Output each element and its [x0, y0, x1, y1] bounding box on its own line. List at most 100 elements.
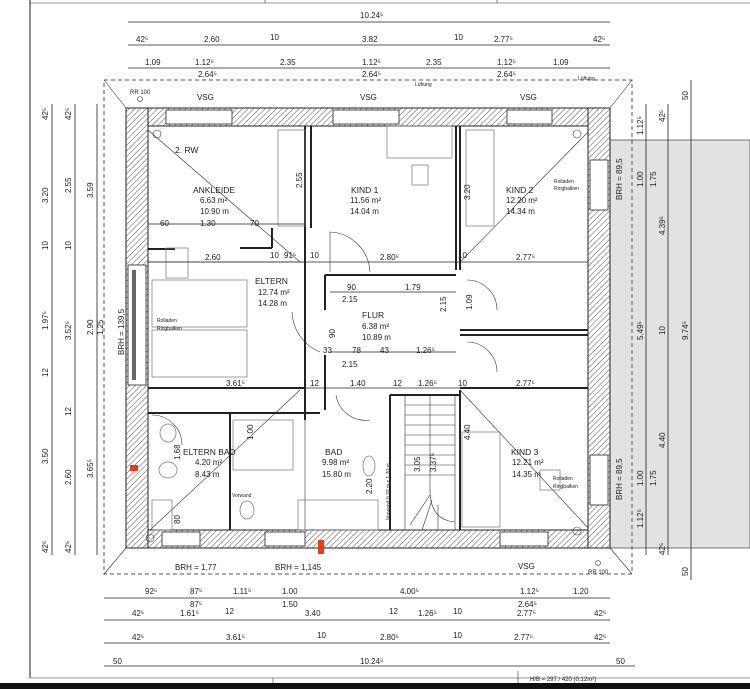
dimension-label: BRH = 89,5 [615, 458, 624, 500]
dimension-label: KIND 1 [351, 185, 379, 195]
dimension-label: 1.26⁵ [418, 379, 437, 388]
dimension-label: 92⁵ [145, 587, 157, 596]
dimension-label: 10 [270, 33, 279, 42]
roof-outline [103, 79, 633, 575]
staircase[interactable] [404, 394, 456, 531]
room-flur: FLUR 6.38 m² 10.89 m [362, 310, 391, 342]
dimension-label: 2.77⁵ [517, 609, 536, 618]
dimension-label: 8.43 m [195, 470, 220, 479]
dimension-label: 2.15 [342, 360, 358, 369]
dimension-label: 10 [41, 241, 50, 250]
dims-bottom-row3: 42⁵ 3.61⁵ 10 2.80⁵ 10 2.77⁵ 42⁵ [132, 631, 606, 642]
exterior-walls [125, 107, 611, 554]
dimension-label: VSG [360, 93, 377, 102]
dimension-label: 1.12⁵ [497, 58, 516, 67]
dimension-label: BAD [325, 447, 342, 457]
dimension-label: 12 [310, 379, 319, 388]
dimension-label: 70 [250, 219, 259, 228]
dimension-label: Rolladen [554, 179, 574, 185]
dimension-label: 2.64⁵ [518, 600, 537, 609]
dimension-label: Ringbalken [157, 326, 182, 332]
dimension-label: 50 [681, 567, 690, 576]
dimension-label: 1.40 [350, 379, 366, 388]
dimension-label: 2.60 [204, 35, 220, 44]
dims-bottom-row1: 92⁵ 87⁵ 1.11⁵ 1.00 4.00⁵ 1.12⁵ 1.20 87⁵ … [145, 587, 589, 609]
dimension-label: 1.30 [200, 219, 216, 228]
dimension-label: 10 [658, 326, 667, 335]
room-kind-3: KIND 3 12.21 m² 14.35 m [511, 447, 544, 479]
dimension-label: 80 [173, 515, 182, 524]
dimension-label: 10 [64, 241, 73, 250]
dimension-label: 50 [681, 91, 690, 100]
dimension-label: 42⁵ [132, 633, 144, 642]
doors [151, 231, 498, 446]
dimension-label: 42⁵ [64, 541, 73, 553]
dimension-label: 1.11⁵ [233, 587, 251, 596]
dimension-label: 10 [458, 379, 467, 388]
dimension-label: RR 100 [588, 570, 609, 576]
dimension-label: 1.09 [553, 58, 569, 67]
dimension-label: 5.49⁵ [636, 321, 645, 340]
dimension-label: FLUR [362, 310, 384, 320]
sheet-format: H/B = 297 / 420 (0.12m²) [530, 677, 596, 683]
dimension-label: 2.55 [64, 177, 73, 193]
dimension-label: 3.82 [362, 35, 378, 44]
dimension-label: 78 [352, 346, 361, 355]
dimension-label: 2.15 [342, 295, 358, 304]
dimension-label: 2.77⁵ [516, 253, 535, 262]
dimension-label: BRH = 139,5 [117, 308, 126, 355]
room-eltern-bad: ELTERN BAD 4.20 m² 8.43 m [183, 447, 236, 479]
dimension-label: 11.56 m² [350, 196, 381, 205]
window-labels: VSG VSG VSG VSG RR 100 RR 100 BRH = 1,77… [117, 76, 609, 576]
dimension-label: 2.35 [426, 58, 442, 67]
dimension-label: 1.09 [465, 294, 474, 310]
dimension-label: 1.50 [282, 600, 298, 609]
dimension-label: 3.05 [413, 456, 422, 472]
dimension-label: 1.61⁵ [180, 609, 199, 618]
dimension-label: 12 [225, 607, 234, 616]
dimension-label: 1.12⁵ [636, 116, 645, 135]
dimension-label: 1.79 [405, 283, 421, 292]
dimension-label: 2.80⁵ [380, 633, 399, 642]
dimension-label: 43 [380, 346, 389, 355]
dimension-label: 6.63 m² [200, 196, 227, 205]
dimension-label: 10.90 m [200, 207, 229, 216]
dimension-label: 1.12⁵ [636, 509, 645, 528]
dimension-label: 42⁵ [132, 609, 144, 618]
dimension-label: Rolladen [157, 318, 177, 324]
dims-bottom-row2: 42⁵ 1.61⁵ 12 3.40 12 1.26⁵ 10 2.77⁵ 42⁵ [132, 607, 606, 618]
dimension-label: 6.38 m² [362, 322, 389, 331]
dimension-label: 10 [453, 631, 462, 640]
dimension-label: ELTERN BAD [183, 447, 236, 457]
dimension-label: 12.74 m² [258, 288, 290, 297]
furniture [151, 125, 561, 531]
dimension-label: 14.28 m [258, 299, 287, 308]
dimension-label: BRH = 1,77 [175, 563, 217, 572]
dim-top-total: 10.24⁵ [360, 11, 383, 20]
dimension-label: 10 [454, 33, 463, 42]
dimension-label: 14.04 m [350, 207, 379, 216]
dimension-label: 1.26⁵ [416, 346, 435, 355]
dimension-label: 50 [113, 657, 122, 666]
dimension-label: 1.12⁵ [362, 58, 381, 67]
dimension-label: 1.12⁵ [520, 587, 539, 596]
dimension-label: 60 [160, 219, 169, 228]
dimension-label: 3.40 [305, 609, 321, 618]
dimension-label: 2.15 [439, 296, 448, 312]
dimension-label: 50 [616, 657, 625, 666]
dimension-label: KIND 2 [506, 185, 534, 195]
dimension-label: 12 [64, 407, 73, 416]
dimension-label: 10 [458, 251, 467, 260]
dimension-label: 3.61⁵ [226, 379, 245, 388]
dimension-label: 1.20 [573, 587, 589, 596]
dimension-label: 3.52⁵ [64, 321, 73, 340]
dimension-label: 12.21 m² [512, 458, 544, 467]
dimension-label: 1.75 [649, 470, 658, 486]
dimension-label: 1.25 [96, 319, 105, 335]
adjacent-building [607, 139, 750, 549]
dimension-label: 12 [41, 368, 50, 377]
dimension-label: KIND 3 [511, 447, 539, 457]
dimension-label: 2.64⁵ [497, 70, 516, 79]
dims-left: 42⁵ 3.20 10 1.97⁵ 12 3.50 42⁵ 42⁵ 2.55 1… [41, 108, 105, 553]
